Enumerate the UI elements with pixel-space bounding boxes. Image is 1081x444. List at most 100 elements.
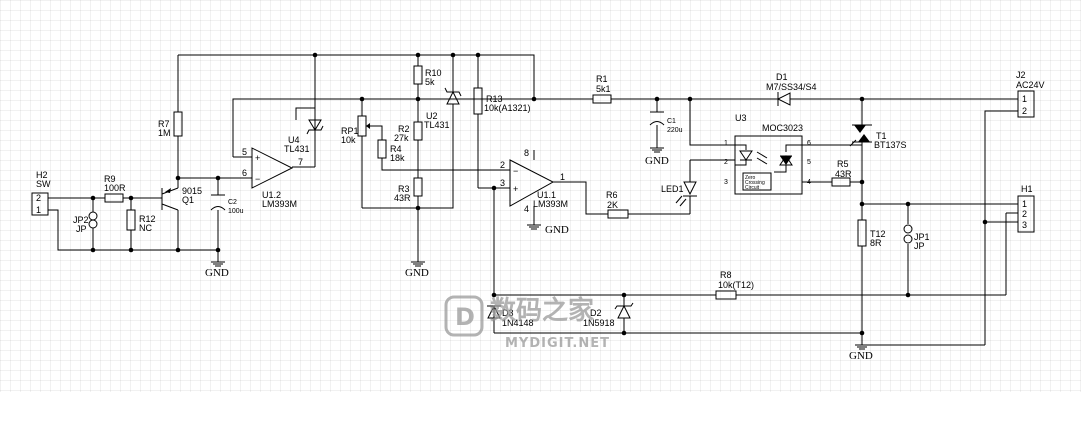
schematic-grid-background [0, 0, 1081, 392]
t12-ref: T12 [870, 229, 886, 239]
resistor-r7: R7 1M [158, 111, 183, 138]
resistor-r5: R5 43R [831, 159, 852, 187]
d2-val: 1N5918 [583, 318, 615, 328]
u3-pin1: 1 [724, 140, 728, 147]
r1-ref: R1 [596, 74, 608, 84]
opamp-u1-2: + − 5 6 7 U1.2 LM393M [242, 147, 303, 209]
jp2-ref: JP2 [73, 215, 89, 225]
u12-pin6: 6 [242, 168, 247, 178]
gnd-label-2: GND [405, 267, 429, 279]
r12-val: NC [139, 223, 152, 233]
d1-ref: D1 [776, 72, 788, 82]
u3-pin4: 4 [807, 179, 811, 186]
r12-ref: R12 [139, 214, 156, 224]
r10-ref: R10 [425, 68, 442, 78]
r3-val: 43R [394, 193, 411, 203]
r2-val: 27k [394, 133, 409, 143]
triac-t1: T1 BT137S [849, 124, 907, 150]
regulator-u4: U4 TL431 [284, 119, 324, 160]
h2-name: SW [36, 179, 51, 189]
j2-pin1: 1 [1022, 94, 1027, 104]
rp1-ref: RP1 [341, 126, 359, 136]
regulator-u2: U2 TL431 [424, 87, 462, 130]
h2-ref: H2 [36, 170, 48, 180]
zc-line3: Circuit [745, 185, 760, 191]
zc-line2: Crossing [745, 180, 765, 186]
u3-pin5: 5 [807, 159, 811, 166]
d2-ref: D2 [590, 308, 602, 318]
watermark-mydigit: D 数码之家 MYDIGIT.NET [444, 295, 609, 351]
r5-ref: R5 [837, 159, 849, 169]
resistor-r9: R9 100R [104, 174, 126, 203]
j2-pin2: 2 [1022, 106, 1027, 116]
resistor-r1: R1 5k1 [592, 74, 612, 104]
connector-j2: J2 AC24V 1 2 [1016, 70, 1045, 118]
r4-ref: R4 [390, 144, 402, 154]
gnd-label-5: GND [849, 350, 873, 362]
gnd-label-3: GND [545, 224, 569, 236]
r9-val: 100R [104, 183, 126, 193]
gnd-label-1: GND [205, 267, 229, 279]
gnd-t1: GND [849, 344, 873, 362]
h1-pin1: 1 [1022, 199, 1027, 209]
d3-ref: D3 [502, 308, 514, 318]
r10-val: 5k [425, 77, 435, 87]
junction-dots [90, 52, 988, 336]
resistor-r2: R2 27k [394, 121, 423, 143]
c2-ref: C2 [228, 199, 237, 206]
jp1-ref: JP1 [914, 232, 930, 242]
r4-val: 18k [390, 153, 405, 163]
h2-pin2: 2 [36, 193, 41, 203]
resistor-r12: R12 NC [126, 209, 156, 233]
capacitor-c1: C1 220u [649, 111, 683, 134]
h2-pin1: 1 [36, 205, 41, 215]
u11-plus: + [513, 184, 518, 194]
u12-minus: − [255, 174, 260, 184]
u3-ref: U3 [735, 113, 747, 123]
u3-pin3: 3 [724, 179, 728, 186]
r6-ref: R6 [606, 190, 618, 200]
u11-minus: − [513, 166, 518, 176]
resistor-r13: R13 10k(A1321) [473, 87, 531, 115]
u4-ref: U4 [288, 135, 300, 145]
r1-val: 5k1 [596, 84, 611, 94]
resistor-r10: R10 5k [413, 65, 442, 87]
gnd-u11: GND [527, 224, 569, 236]
c1-ref: C1 [667, 118, 676, 125]
u11-pin4: 4 [524, 204, 529, 214]
u2-ref: U2 [426, 111, 438, 121]
zc-line1: Zero [745, 175, 756, 181]
q1-ref: Q1 [182, 195, 194, 205]
h1-pin2: 2 [1022, 209, 1027, 219]
capacitor-c2: C2 100u [210, 194, 244, 215]
r8-ref: R8 [720, 270, 732, 280]
u11-pin2: 2 [500, 160, 505, 170]
d1-val: M7/SS34/S4 [766, 82, 817, 92]
u4-part: TL431 [284, 144, 310, 154]
gnd-label-4: GND [645, 155, 669, 167]
u3-part: MOC3023 [762, 123, 803, 133]
u11-pin1: 1 [560, 172, 565, 182]
resistor-r4: R4 18k [377, 139, 405, 163]
t1-part: BT137S [874, 140, 907, 150]
h1-ref: H1 [1021, 184, 1033, 194]
u2-part: TL431 [424, 120, 450, 130]
transistor-q1: 9015 Q1 [161, 186, 202, 211]
r6-val: 2K [607, 200, 618, 210]
watermark-logo-glyph: D [455, 303, 475, 331]
u12-part: LM393M [262, 199, 297, 209]
j2-name: AC24V [1016, 80, 1045, 90]
c2-val: 100u [228, 208, 244, 215]
r9-ref: R9 [104, 174, 116, 184]
t12-val: 8R [870, 238, 882, 248]
diode-d3: D3 1N4148 [487, 304, 534, 328]
u12-pin5: 5 [242, 147, 247, 157]
resistor-r3: R3 43R [394, 177, 423, 203]
rp1-val: 10k [341, 135, 356, 145]
optocoupler-u3: U3 MOC3023 1 2 3 4 5 6 Zero Crossing Cir… [724, 113, 811, 195]
r5-val: 43R [835, 169, 852, 179]
c1-val: 220u [667, 127, 683, 134]
jumper-jp1: JP1 JP [903, 224, 930, 251]
u11-ref: U1.1 [537, 190, 556, 200]
zener-d2: D2 1N5918 [583, 302, 634, 328]
